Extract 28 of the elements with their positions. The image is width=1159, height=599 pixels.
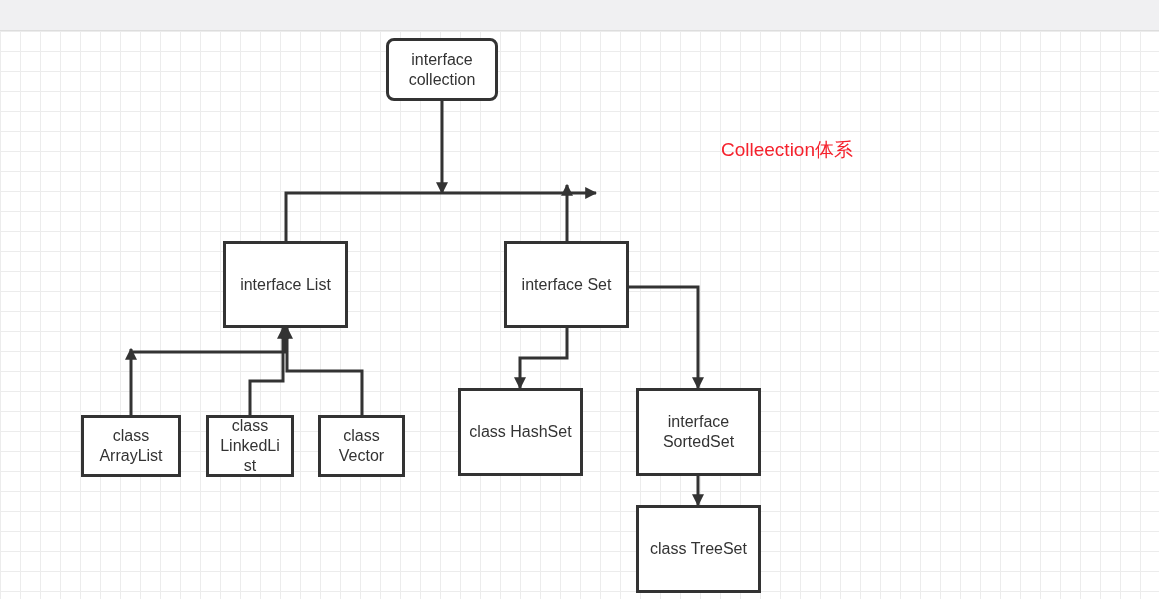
arrow	[629, 285, 704, 390]
class-box	[504, 241, 629, 328]
arrow	[436, 101, 448, 195]
arrow	[284, 187, 598, 241]
class-box	[81, 415, 181, 477]
class-box	[206, 415, 294, 477]
node-label: class TreeSet	[650, 539, 747, 559]
arrow	[281, 326, 364, 415]
node-label: class LinkedList	[219, 416, 281, 476]
class-box	[318, 415, 405, 477]
node-label: class ArrayList	[98, 426, 164, 466]
connector-line	[131, 328, 287, 354]
node-label: class Vector	[337, 426, 386, 466]
class-box	[386, 38, 498, 101]
node-label: interface List	[240, 274, 331, 295]
node-label: class HashSet	[469, 422, 572, 442]
diagram-title: Colleection体系	[721, 138, 853, 162]
arrow	[561, 183, 573, 241]
node-label: interface collection	[407, 49, 477, 90]
arrow	[125, 347, 137, 415]
arrow	[692, 476, 704, 507]
class-box	[458, 388, 583, 476]
node-label: interface SortedSet	[661, 412, 736, 452]
node-label: interface Set	[521, 274, 612, 295]
class-box	[223, 241, 348, 328]
arrow	[514, 328, 569, 390]
class-box	[636, 388, 761, 476]
class-box	[636, 505, 761, 593]
